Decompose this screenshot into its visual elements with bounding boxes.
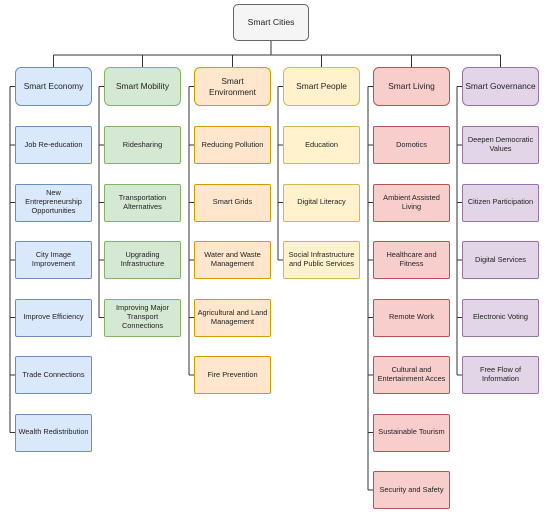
item-node: Free Flow of Information [462, 356, 539, 394]
item-node: Job Re-education [15, 126, 92, 164]
item-node: Improve Efficiency [15, 298, 92, 337]
item-node: Trade Connections [15, 356, 92, 394]
item-node: Security and Safety [373, 471, 450, 509]
category-smart-living: Smart Living [373, 67, 450, 106]
category-smart-environment: Smart Environment [194, 67, 271, 106]
item-node: Domotics [373, 126, 450, 164]
item-node: Healthcare and Fitness [373, 241, 450, 279]
item-node: Cultural and Entertainment Acces [373, 356, 450, 394]
item-node: Sustainable Tourism [373, 413, 450, 452]
item-node: Improving Major Transport Connections [104, 298, 181, 337]
item-node: Water and Waste Management [194, 241, 271, 279]
item-node: Social Infrastructure and Public Service… [283, 241, 360, 279]
item-node: New Entrepreneurship Opportunities [15, 183, 92, 222]
item-node: Wealth Redistribution [15, 413, 92, 452]
item-node: Deepen Democratic Values [462, 126, 539, 164]
category-smart-economy: Smart Economy [15, 67, 92, 106]
category-smart-governance: Smart Governance [462, 67, 539, 106]
category-smart-mobility: Smart Mobility [104, 67, 181, 106]
root-node-smart-cities: Smart Cities [233, 4, 309, 41]
item-node: Digital Services [462, 241, 539, 279]
item-node: Agricultural and Land Management [194, 298, 271, 337]
item-node: Electronic Voting [462, 298, 539, 337]
category-smart-people: Smart People [283, 67, 360, 106]
item-node: Transportation Alternatives [104, 183, 181, 222]
item-node: Ambient Assisted Living [373, 183, 450, 222]
item-node: Fire Prevention [194, 356, 271, 394]
item-node: Education [283, 126, 360, 164]
item-node: Ridesharing [104, 126, 181, 164]
item-node: Citizen Participation [462, 183, 539, 222]
item-node: Remote Work [373, 298, 450, 337]
item-node: City Image Improvement [15, 241, 92, 279]
item-node: Upgrading Infrastructure [104, 241, 181, 279]
item-node: Smart Grids [194, 183, 271, 222]
item-node: Reducing Pollution [194, 126, 271, 164]
item-node: Digital Literacy [283, 183, 360, 222]
